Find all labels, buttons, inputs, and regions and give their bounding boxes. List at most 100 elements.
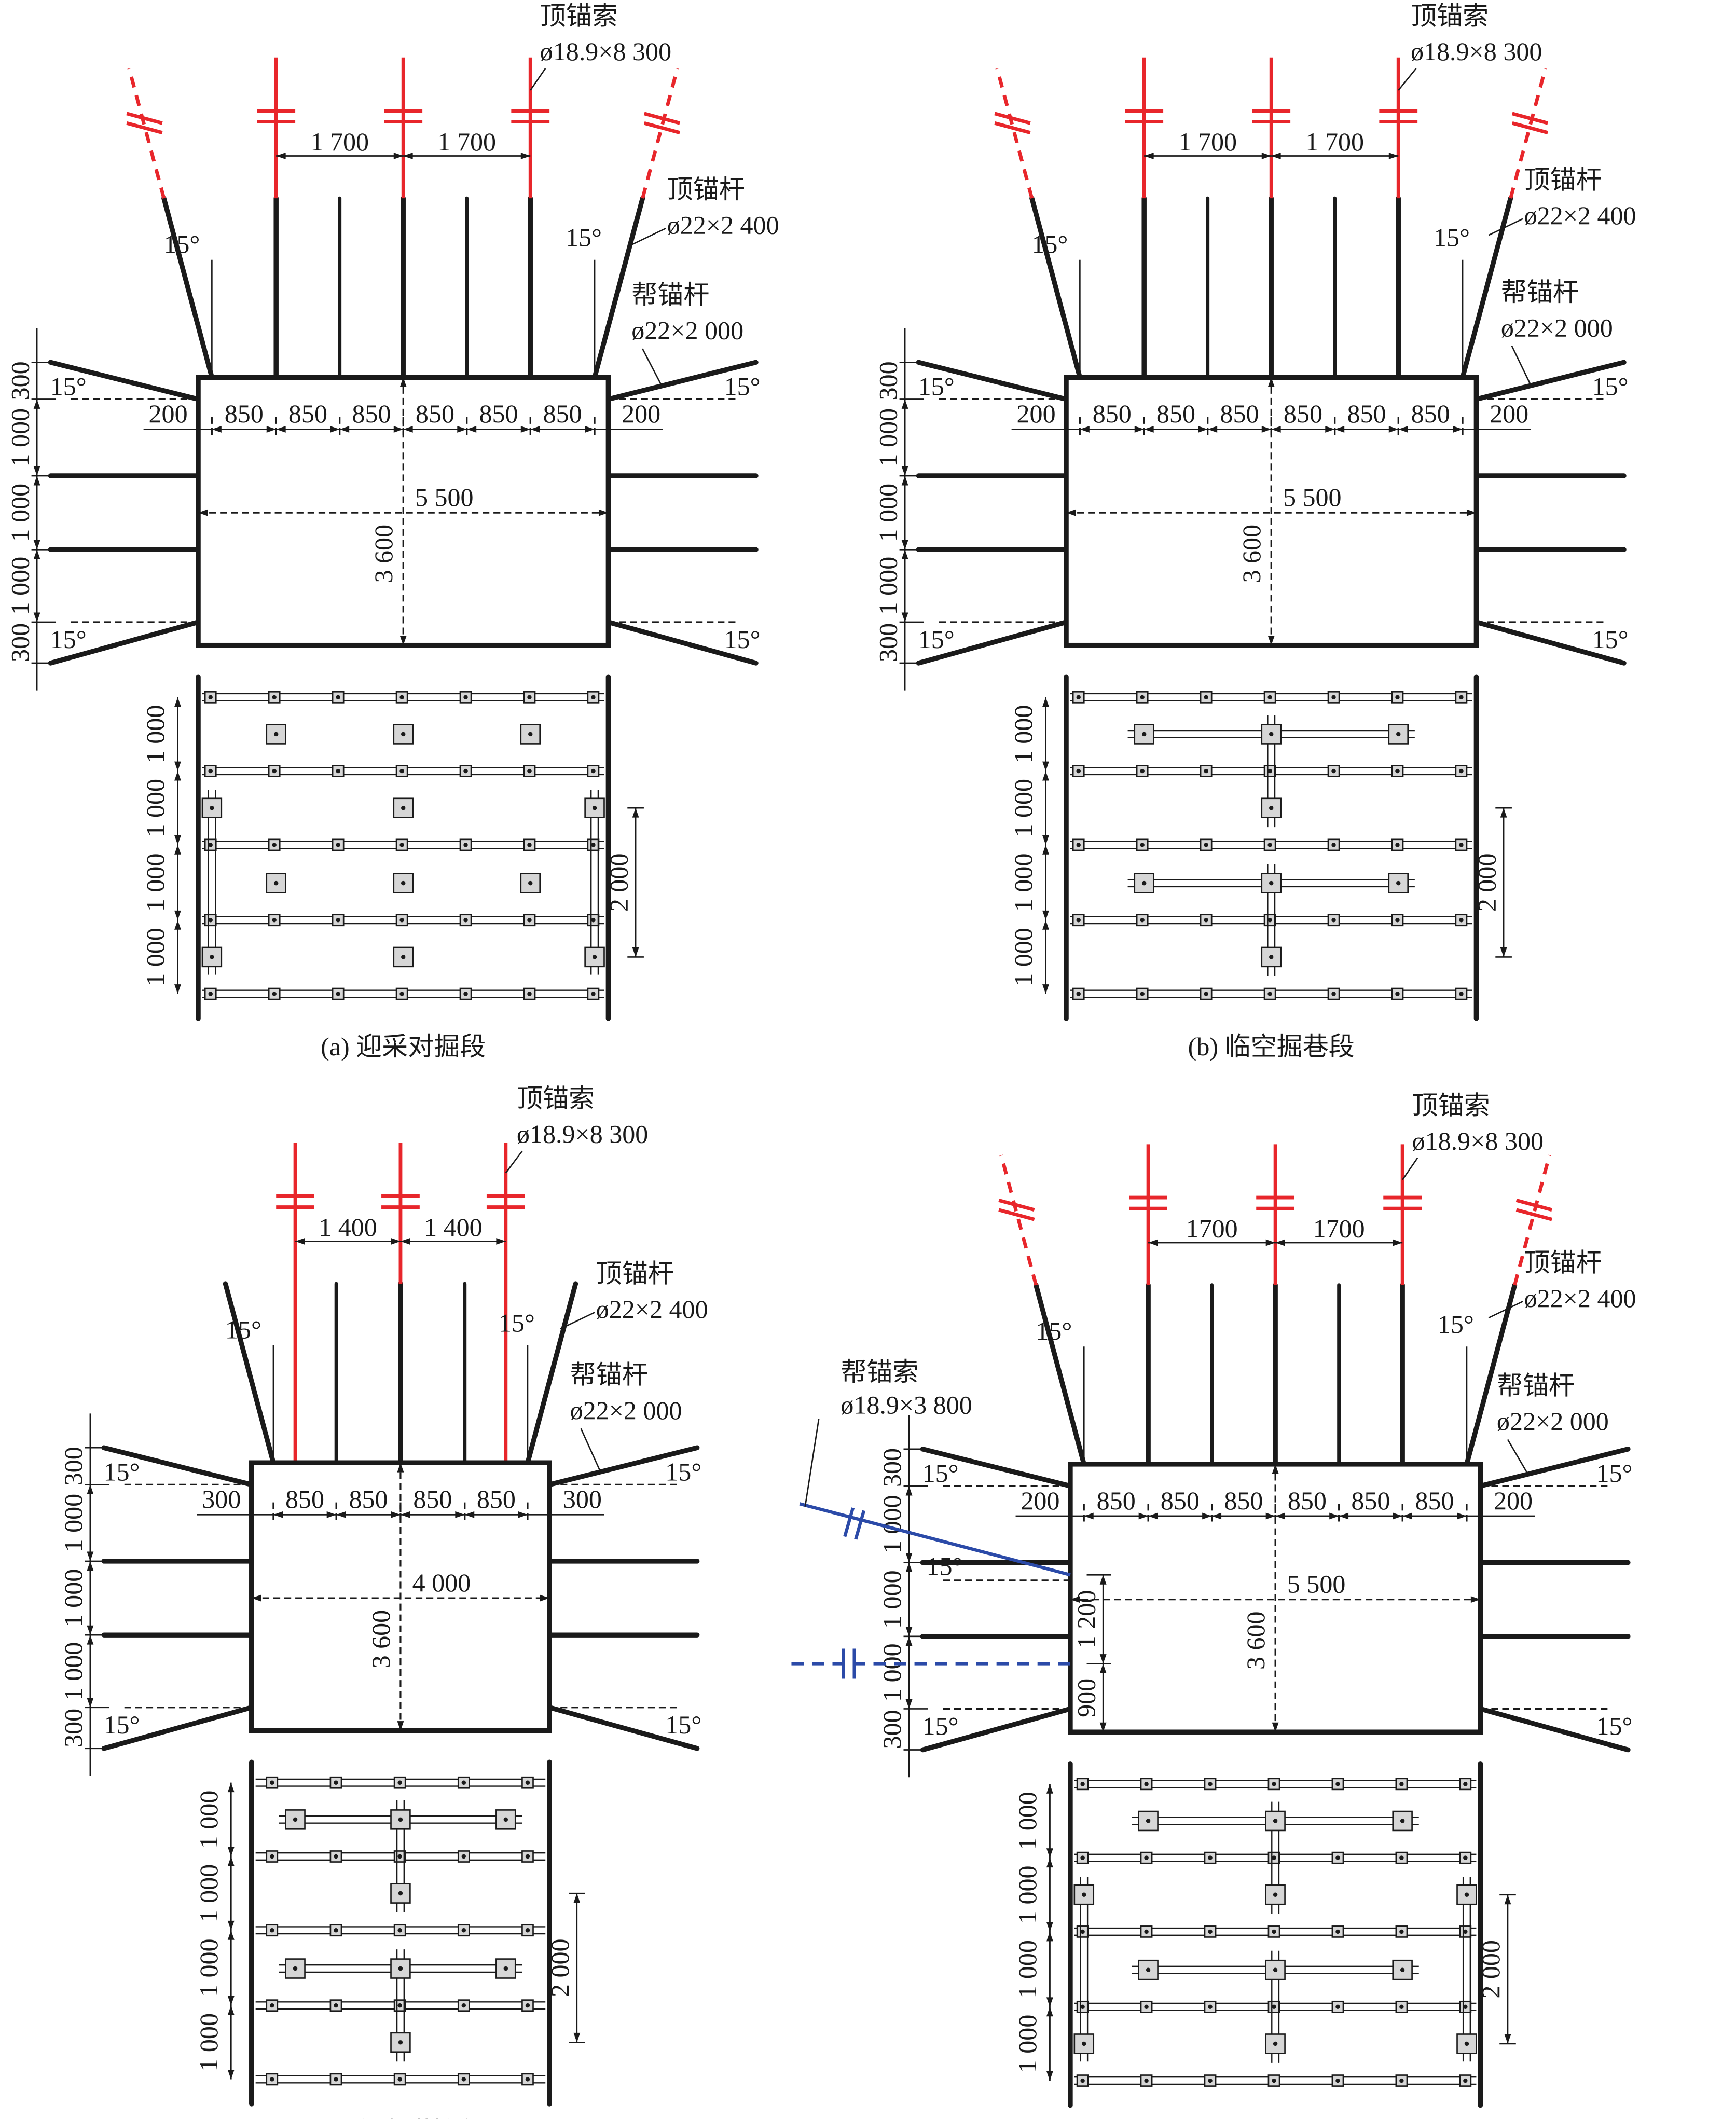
- angle-label: 15°: [225, 1315, 261, 1344]
- dimension-label: 1 000: [59, 1494, 88, 1552]
- angle-label: 15°: [1031, 230, 1068, 259]
- bolt-head-dot: [1267, 768, 1272, 774]
- dimension-label: 1 700: [1305, 127, 1364, 156]
- dimension-label: 1 700: [1178, 127, 1237, 156]
- dimension-label: 1 000: [194, 1864, 223, 1923]
- bolt-head-dot: [334, 2003, 338, 2008]
- bolt-head-dot: [591, 695, 596, 700]
- bolt-head-dot: [1267, 695, 1272, 700]
- bolt-head-dot: [1076, 992, 1081, 996]
- bolt-head-dot: [591, 918, 596, 923]
- leader-line: [580, 1428, 601, 1471]
- cable-break-mark: [854, 1510, 866, 1540]
- dimension-label: 1 000: [141, 928, 170, 986]
- bolt-head-dot: [1204, 843, 1208, 847]
- bolt-head-dot: [1459, 695, 1464, 700]
- cable-tray-plate: [393, 797, 414, 818]
- bolt-head-dot: [1273, 1819, 1278, 1823]
- bolt-head-dot: [401, 806, 406, 810]
- side-cable-spec: ø18.9×3 800: [841, 1390, 972, 1419]
- dimension-label: 1 000: [141, 705, 170, 764]
- bolt-head-dot: [293, 1817, 298, 1822]
- side-bolt-spec: ø22×2 000: [1497, 1407, 1609, 1436]
- angle-label: 15°: [918, 625, 955, 654]
- angled-roof-cable: [1513, 1154, 1551, 1286]
- bolt-head-dot: [1459, 843, 1464, 847]
- dimension-label: 850: [413, 1484, 452, 1513]
- dimension-label: 1 000: [194, 1791, 223, 1849]
- bolt-head-dot: [463, 992, 468, 996]
- bolt-head-dot: [270, 2077, 274, 2082]
- roof-bolt-spec: ø22×2 400: [596, 1295, 708, 1324]
- angled-side-bolt: [605, 620, 759, 666]
- bolt-head-dot: [1272, 1782, 1276, 1786]
- bolt-head-dot: [1463, 1929, 1468, 1934]
- roof-cable-label: 顶锚索: [517, 1084, 595, 1113]
- side-cable-label: 帮锚索: [841, 1357, 918, 1386]
- width-label: 5 500: [415, 483, 474, 512]
- bolt-head-dot: [1208, 2004, 1213, 2010]
- bolt-head-dot: [336, 695, 340, 700]
- bolt-head-dot: [1395, 695, 1400, 700]
- bolt-head-dot: [1331, 843, 1336, 847]
- dimension-label: 850: [1284, 399, 1322, 428]
- angle-label: 15°: [50, 372, 87, 401]
- angle-label: 15°: [103, 1457, 140, 1486]
- dimension-label: 850: [349, 1484, 388, 1513]
- angle-label: 15°: [1596, 1712, 1632, 1741]
- dimension-label: 850: [1351, 1486, 1390, 1515]
- bolt-head-dot: [397, 1780, 402, 1785]
- bolt-head-dot: [398, 2040, 403, 2045]
- height-label: 3 600: [1237, 525, 1266, 583]
- bolt-head-dot: [1140, 918, 1145, 923]
- dimension-label: 200: [1021, 1486, 1059, 1515]
- dimension-label: 300: [59, 1447, 88, 1485]
- bolt-head-dot: [1273, 1892, 1278, 1897]
- bolt-head-dot: [1331, 768, 1336, 774]
- bolt-head-dot: [1269, 732, 1274, 737]
- cable-tray-plate: [1134, 724, 1154, 745]
- dimension-label: 1 000: [1013, 1792, 1042, 1850]
- side-bolt-spec: ø22×2 000: [631, 316, 743, 345]
- bolt-head-dot: [270, 2003, 274, 2008]
- bolt-head-dot: [591, 992, 596, 996]
- cable-break-mark: [998, 1199, 1035, 1212]
- dimension-label: 850: [1093, 399, 1132, 428]
- dimension-label: 850: [1415, 1486, 1454, 1515]
- bolt-head-dot: [1331, 992, 1336, 996]
- dimension-label: 1700: [1186, 1214, 1238, 1243]
- dimension-label: 900: [1071, 1678, 1100, 1717]
- bolt-head-dot: [1140, 768, 1145, 774]
- leader-line: [804, 1419, 820, 1507]
- bolt-head-dot: [1399, 1855, 1404, 1860]
- roof-bolt-label: 顶锚杆: [1524, 166, 1602, 195]
- cable-tray-plate: [1265, 2033, 1286, 2054]
- dimension-label: 1 200: [1071, 1590, 1100, 1649]
- dimension-label: 850: [1224, 1486, 1263, 1515]
- side-bolt-spec: ø22×2 000: [1501, 313, 1613, 342]
- bolt-head-dot: [592, 806, 597, 810]
- bolt-head-dot: [1335, 2004, 1340, 2010]
- height-label: 3 600: [366, 1610, 395, 1669]
- dimension-label: 1 000: [873, 484, 902, 542]
- leader-line: [530, 68, 546, 91]
- dimension-label: 200: [149, 399, 188, 428]
- dimension-label: 200: [622, 399, 660, 428]
- angled-side-bolt: [920, 1706, 1073, 1753]
- bolt-head-dot: [1459, 918, 1464, 923]
- bolt-head-dot: [1459, 992, 1464, 996]
- bolt-head-dot: [1080, 1929, 1085, 1934]
- bolt-head-dot: [463, 843, 468, 847]
- bolt-head-dot: [461, 2077, 466, 2082]
- side-bolt-label: 帮锚杆: [631, 280, 709, 309]
- dimension-label: 1 000: [5, 484, 34, 542]
- bolt-head-dot: [401, 732, 406, 737]
- dimension-label: 850: [352, 399, 391, 428]
